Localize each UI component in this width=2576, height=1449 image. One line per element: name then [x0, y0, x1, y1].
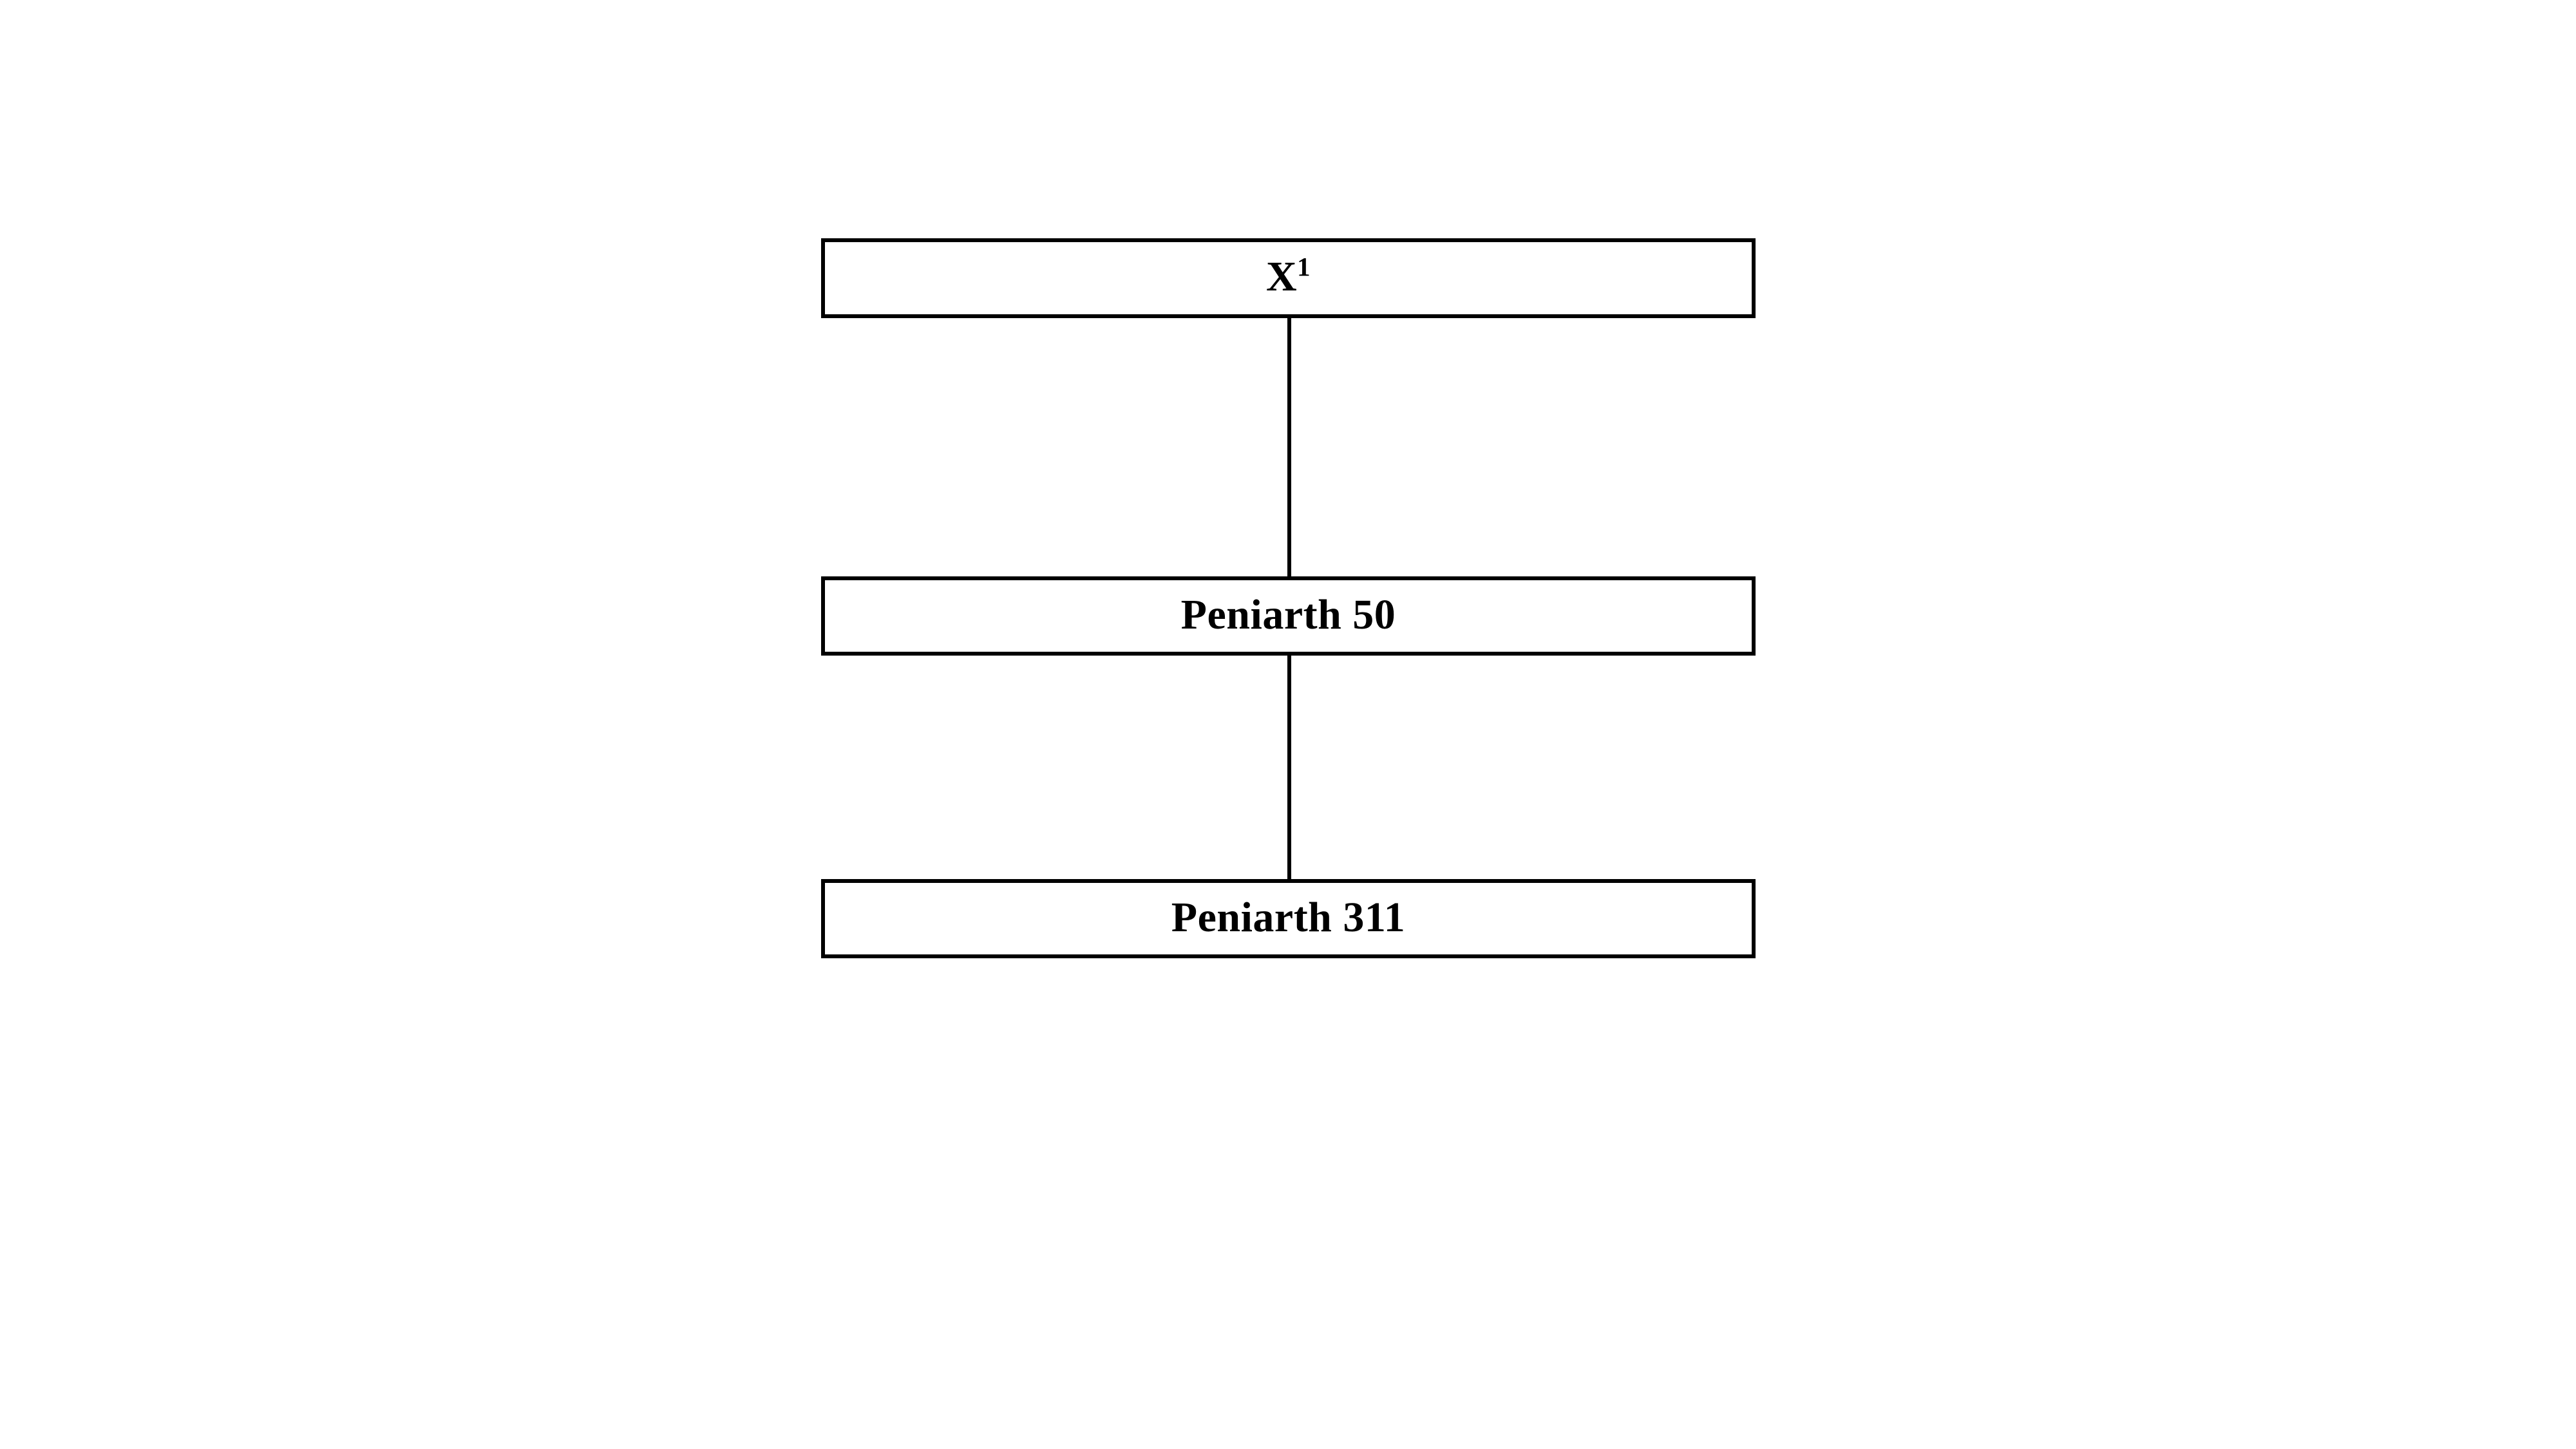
node-label-x1-superscript: 1: [1297, 252, 1311, 281]
connector-peniarth50-to-peniarth311: [1287, 653, 1291, 882]
stemma-diagram: X1 Peniarth 50 Peniarth 311: [821, 238, 1756, 958]
node-box-x1[interactable]: X1: [821, 238, 1756, 318]
node-label-x1: X1: [1265, 253, 1311, 301]
connector-x1-to-peniarth50: [1287, 316, 1291, 579]
node-label-peniarth50: Peniarth 50: [1180, 591, 1396, 638]
node-label-peniarth311: Peniarth 311: [1171, 893, 1406, 941]
node-box-peniarth311[interactable]: Peniarth 311: [821, 879, 1756, 958]
node-box-peniarth50[interactable]: Peniarth 50: [821, 576, 1756, 656]
node-label-x1-base: X: [1265, 253, 1298, 300]
